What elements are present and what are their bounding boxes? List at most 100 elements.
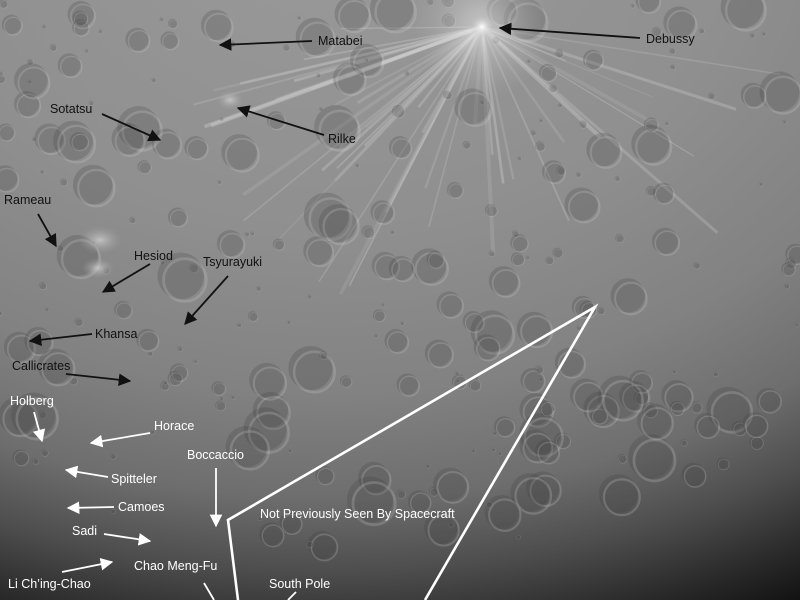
crater bbox=[151, 77, 157, 84]
crater bbox=[454, 371, 460, 377]
crater bbox=[781, 262, 796, 277]
crater bbox=[471, 448, 476, 454]
bright-patch bbox=[82, 258, 114, 278]
crater bbox=[619, 381, 651, 413]
crater bbox=[332, 62, 367, 97]
bright-patch bbox=[78, 226, 122, 254]
crater bbox=[510, 252, 525, 267]
crater bbox=[41, 24, 47, 30]
crater bbox=[426, 250, 445, 269]
crater bbox=[44, 307, 50, 313]
label-horace: Horace bbox=[154, 419, 195, 433]
crater bbox=[316, 73, 322, 79]
crater bbox=[228, 40, 237, 49]
crater bbox=[215, 400, 226, 412]
crater bbox=[491, 447, 496, 453]
crater bbox=[160, 260, 166, 266]
crater bbox=[350, 43, 385, 79]
crater bbox=[554, 347, 586, 379]
crater bbox=[169, 363, 189, 382]
crater bbox=[633, 389, 650, 406]
crater bbox=[390, 230, 396, 235]
crater bbox=[517, 156, 522, 161]
crater bbox=[150, 429, 155, 435]
crater bbox=[425, 463, 431, 469]
crater bbox=[742, 412, 769, 439]
label-rilke: Rilke bbox=[328, 132, 356, 146]
crater bbox=[712, 371, 719, 378]
crater bbox=[442, 90, 453, 101]
label-spitteler: Spitteler bbox=[111, 472, 157, 486]
crater bbox=[749, 435, 764, 450]
crater bbox=[200, 9, 234, 43]
crater bbox=[109, 453, 117, 460]
crater bbox=[597, 375, 645, 422]
crater bbox=[219, 396, 225, 402]
crater bbox=[370, 200, 396, 225]
crater bbox=[272, 238, 285, 251]
crater bbox=[167, 18, 179, 29]
crater bbox=[211, 381, 227, 396]
crater bbox=[216, 230, 246, 259]
crater bbox=[396, 373, 420, 397]
crater bbox=[694, 413, 721, 439]
crater bbox=[125, 27, 151, 53]
label-sadi: Sadi bbox=[72, 524, 98, 538]
label-matabei: Matabei bbox=[318, 34, 363, 48]
crater bbox=[538, 118, 544, 124]
label-chao-meng-fu: Chao Meng-Fu bbox=[134, 559, 218, 573]
crater bbox=[307, 294, 313, 300]
crater bbox=[221, 134, 260, 173]
crater bbox=[672, 369, 677, 375]
crater bbox=[635, 0, 662, 14]
crater bbox=[557, 103, 563, 108]
crater bbox=[14, 63, 51, 100]
crater bbox=[759, 71, 800, 115]
crater bbox=[484, 204, 498, 218]
crater bbox=[669, 400, 685, 416]
crater bbox=[88, 100, 95, 106]
crater bbox=[163, 380, 168, 386]
crater bbox=[391, 104, 406, 119]
crater bbox=[698, 28, 705, 35]
crater bbox=[56, 106, 61, 112]
crater bbox=[315, 465, 335, 486]
crater bbox=[72, 19, 90, 37]
crater bbox=[462, 140, 472, 150]
crater bbox=[34, 123, 66, 156]
crater bbox=[37, 348, 76, 387]
crater bbox=[756, 387, 782, 414]
crater bbox=[236, 322, 242, 328]
crater bbox=[282, 44, 291, 52]
crater bbox=[219, 116, 225, 122]
crater bbox=[0, 75, 6, 84]
crater bbox=[706, 386, 754, 434]
crater bbox=[25, 396, 31, 402]
crater bbox=[110, 508, 116, 515]
crater bbox=[785, 257, 797, 270]
crater bbox=[630, 3, 636, 9]
crater bbox=[288, 345, 336, 394]
crater bbox=[716, 457, 730, 471]
crater bbox=[193, 359, 198, 364]
crater bbox=[597, 306, 606, 316]
crater bbox=[664, 121, 670, 126]
crater bbox=[681, 462, 707, 488]
crater bbox=[72, 10, 89, 27]
bright-patch bbox=[216, 90, 244, 110]
crater bbox=[525, 255, 531, 261]
crater bbox=[361, 225, 376, 240]
crater bbox=[27, 79, 33, 85]
crater bbox=[13, 91, 42, 119]
crater bbox=[637, 403, 674, 441]
crater bbox=[758, 181, 764, 187]
crater bbox=[0, 0, 9, 9]
crater bbox=[40, 448, 49, 457]
crater bbox=[159, 381, 170, 391]
crater bbox=[586, 132, 623, 169]
crater bbox=[380, 302, 386, 308]
crater bbox=[144, 499, 152, 507]
crater bbox=[244, 231, 250, 238]
crater bbox=[303, 236, 335, 268]
